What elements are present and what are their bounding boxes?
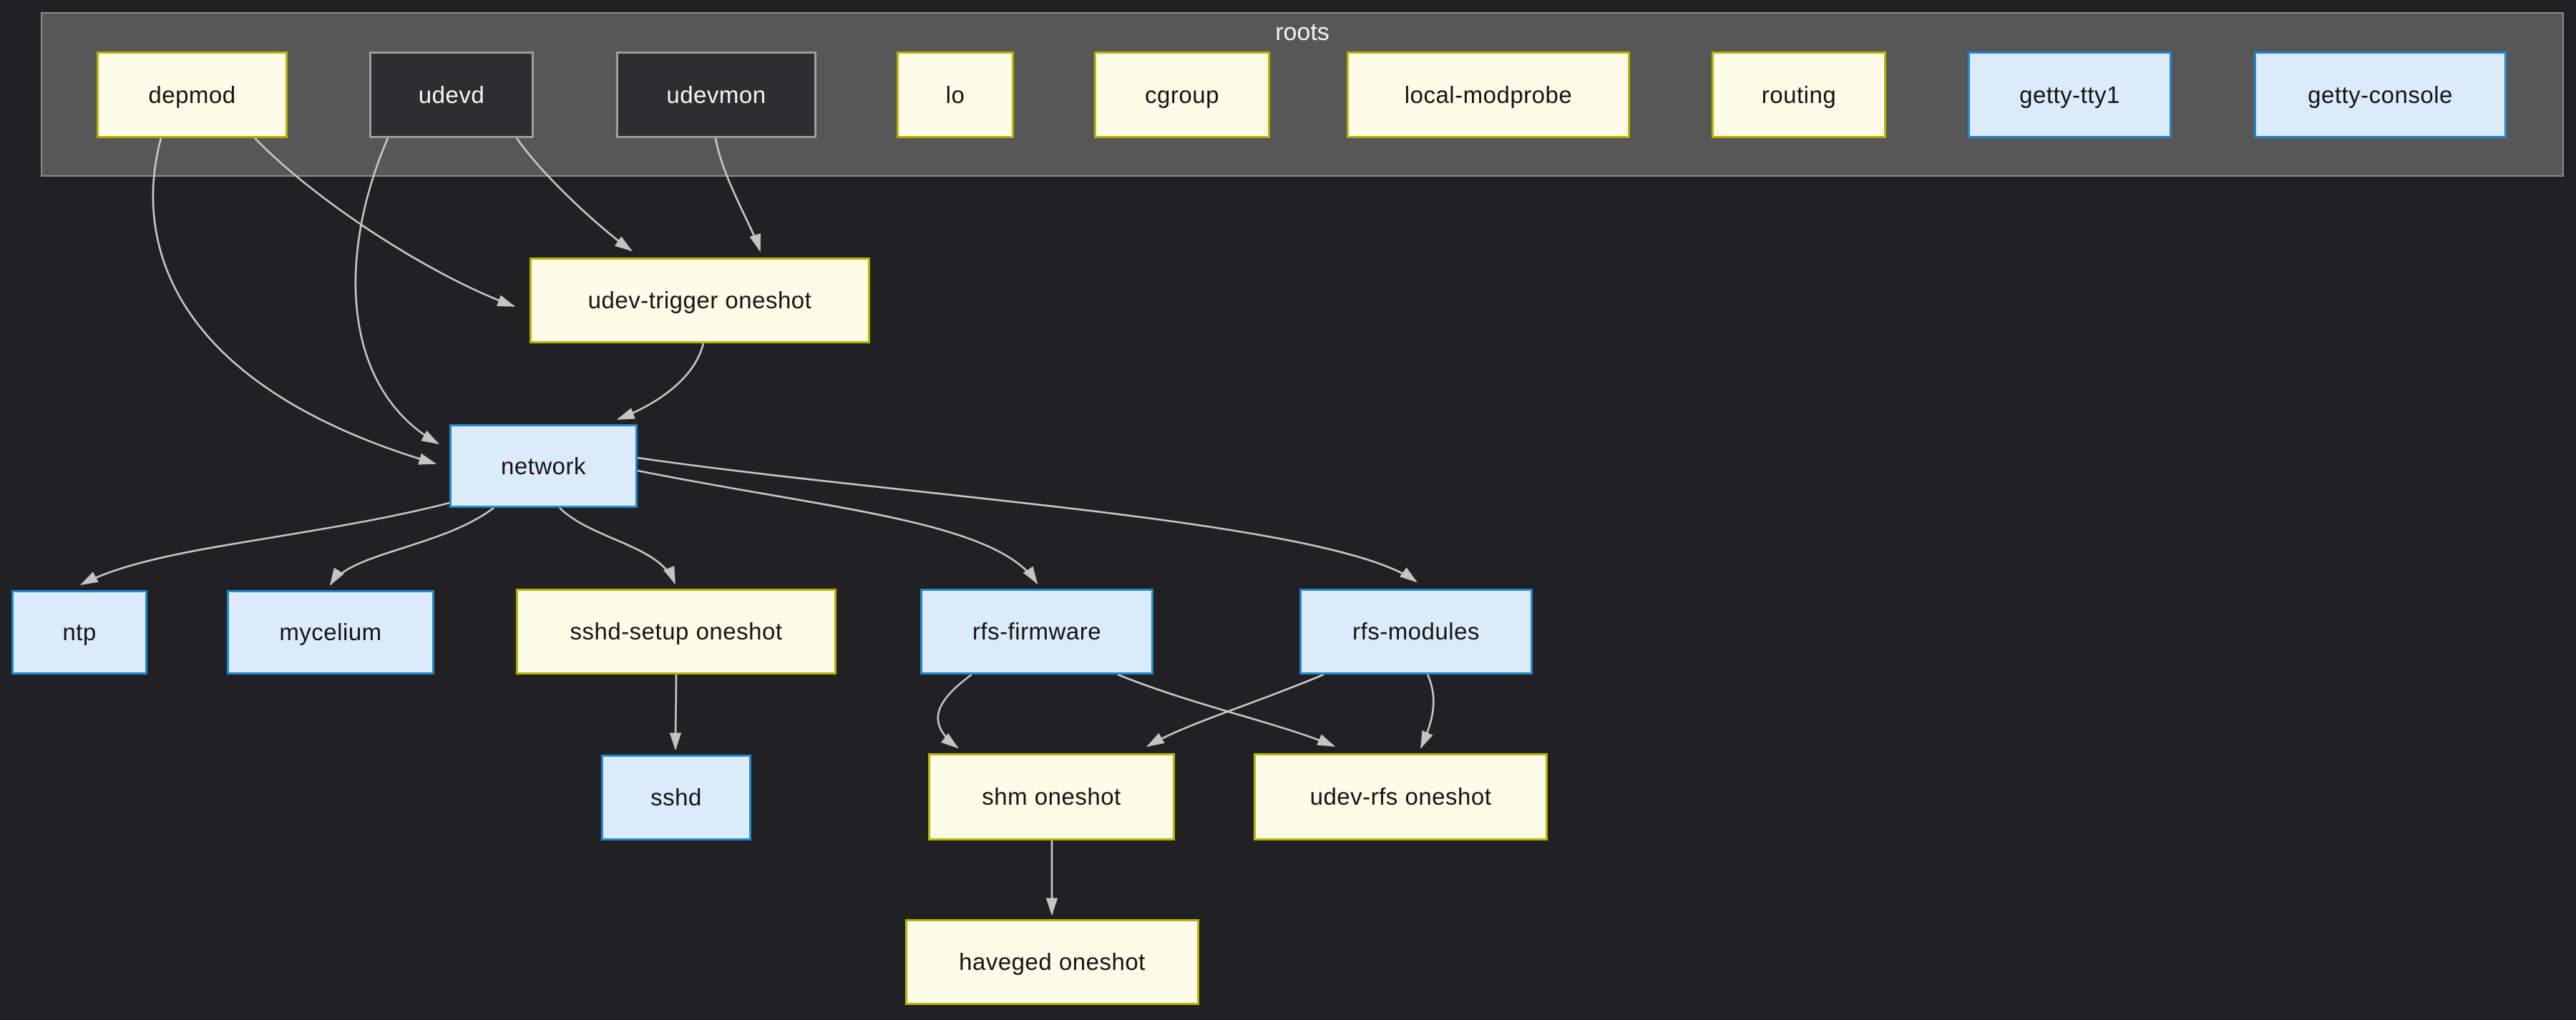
node-lo: lo xyxy=(897,52,1014,138)
node-sshd-setup-oneshot: sshd-setup oneshot xyxy=(516,589,836,675)
edge-rfs-modules-shm xyxy=(1146,673,1324,747)
node-routing: routing xyxy=(1712,52,1886,138)
node-depmod: depmod xyxy=(97,52,288,138)
cluster-roots-label: roots xyxy=(1275,19,1330,46)
node-ntp: ntp xyxy=(11,590,147,675)
node-udevmon: udevmon xyxy=(616,52,816,138)
node-network: network xyxy=(449,424,638,508)
edge-rfs-firmware-shm xyxy=(937,673,972,749)
edge-rfs-firmware-udev-rfs xyxy=(1117,673,1336,747)
node-mycelium: mycelium xyxy=(227,590,434,675)
edge-udevd-network xyxy=(354,137,439,445)
node-sshd: sshd xyxy=(601,755,751,840)
node-udevd: udevd xyxy=(369,52,534,138)
edge-sshd-setup-sshd xyxy=(669,674,682,751)
edge-rfs-modules-udev-rfs xyxy=(1420,674,1435,750)
node-local-modprobe: local-modprobe xyxy=(1347,52,1630,138)
node-getty-console: getty-console xyxy=(2254,52,2507,138)
node-rfs-firmware: rfs-firmware xyxy=(920,589,1153,675)
node-shm-oneshot: shm oneshot xyxy=(928,753,1175,840)
node-udev-rfs-oneshot: udev-rfs oneshot xyxy=(1254,753,1548,840)
edge-udev-trigger-network xyxy=(616,343,705,421)
edge-network-rfs-firmware xyxy=(637,469,1038,584)
edge-network-ntp xyxy=(80,499,459,586)
edge-network-mycelium xyxy=(329,506,494,586)
edge-depmod-network xyxy=(152,137,437,465)
edge-network-rfs-modules xyxy=(637,456,1418,583)
node-haveged-oneshot: haveged oneshot xyxy=(905,919,1199,1005)
node-getty-tty1: getty-tty1 xyxy=(1968,52,2172,138)
node-udev-trigger-oneshot: udev-trigger oneshot xyxy=(530,258,870,343)
edge-network-sshd-setup xyxy=(559,507,676,585)
node-rfs-modules: rfs-modules xyxy=(1299,589,1533,675)
node-cgroup: cgroup xyxy=(1094,52,1270,138)
